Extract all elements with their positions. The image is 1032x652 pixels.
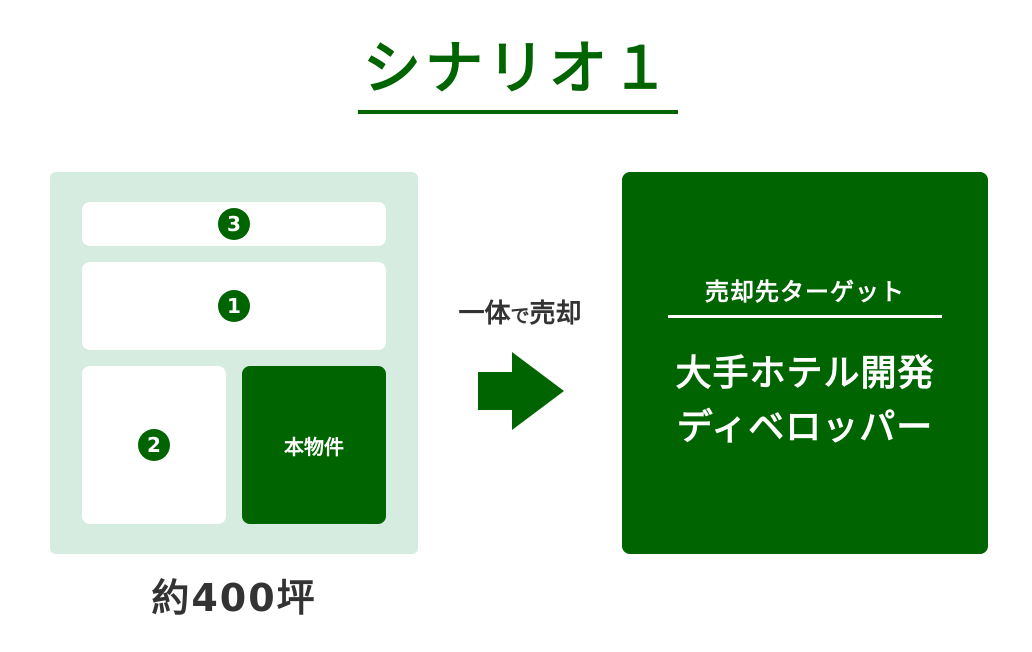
target-box: 売却先ターゲット 大手ホテル開発 ディベロッパー [622,172,988,554]
lot-3: 3 [82,202,386,246]
lot-number-2: 2 [138,429,170,461]
area-label: 約400坪 [151,576,317,620]
transfer-label-end: 売却 [529,299,582,329]
lot-main-property: 本物件 [242,366,386,524]
lot-number-1: 1 [218,290,250,322]
title-underline [358,110,678,114]
site-plan: 3 1 2 本物件 [50,172,418,554]
transfer-label-main: 一体 [458,299,511,329]
target-line-2: ディベロッパー [676,407,934,448]
lot-number-3: 3 [218,208,250,240]
transfer-label: 一体で売却 [432,294,608,334]
lot-2: 2 [82,366,226,524]
page-title: シナリオ１ [362,34,673,102]
right-arrow-icon [478,352,564,430]
target-line-1: 大手ホテル開発 [675,353,935,394]
lot-1: 1 [82,262,386,350]
transfer-label-particle: で [510,305,530,327]
target-heading: 売却先ターゲット [705,278,905,306]
target-heading-rule [668,315,942,318]
